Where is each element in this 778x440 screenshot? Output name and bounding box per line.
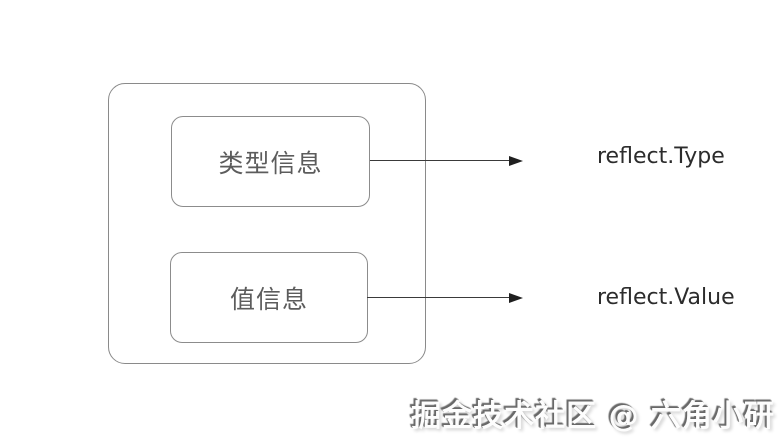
type-arrow-line [370,160,510,161]
type-info-box-label: 类型信息 [218,148,323,178]
value-info-box-label: 值信息 [229,284,308,314]
watermark-text: 掘金技术社区 @ 六角小研 [411,399,775,434]
value-arrowhead-icon [509,292,523,303]
type-arrowhead-icon [509,155,523,166]
value-info-box: 值信息 [170,252,368,343]
reflect-value-label: reflect.Value [597,285,735,310]
type-info-box: 类型信息 [171,116,370,207]
reflect-type-label: reflect.Type [597,144,725,169]
value-arrow-line [367,297,510,298]
